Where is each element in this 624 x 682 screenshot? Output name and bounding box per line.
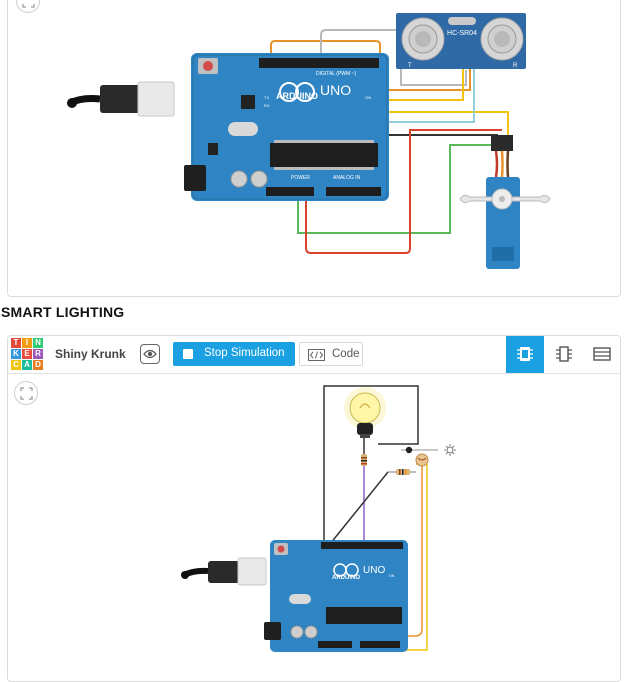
tinkercad-editor-panel: T I N K E R C A D Shiny Krunk Stop Simul… <box>7 335 621 682</box>
light-bulb[interactable] <box>344 387 386 438</box>
usb-cable <box>67 81 175 117</box>
board-tx-label: TX <box>264 95 269 100</box>
arduino-uno-board[interactable]: ARDUINO UNO DIGITAL (PWM ~) POWER ANALOG… <box>184 53 389 201</box>
board-model-label: UNO <box>320 82 351 98</box>
tinkercad-logo[interactable]: T I N K E R C A D <box>11 338 44 371</box>
bottom-circuit-svg: ARDUINO UNO ON <box>181 385 456 652</box>
board-digital-label: DIGITAL (PWM ~) <box>316 71 356 77</box>
ultrasonic-sensor[interactable]: HC-SR04 T R <box>396 13 526 69</box>
logo-letter: K <box>11 349 21 359</box>
eye-icon <box>143 349 157 359</box>
board-on-label: ON <box>365 95 371 100</box>
sensor-right-mark: R <box>513 63 518 69</box>
top-simulation-canvas[interactable]: ARDUINO UNO DIGITAL (PWM ~) POWER ANALOG… <box>7 0 621 297</box>
zoom-to-fit-button[interactable] <box>14 381 38 405</box>
logo-letter: R <box>33 349 43 359</box>
fit-view-icon <box>20 387 33 400</box>
resistor-lamp[interactable] <box>361 454 367 466</box>
sensor-model-label: HC-SR04 <box>447 30 477 37</box>
section-heading: SMART LIGHTING <box>1 304 125 320</box>
list-view-icon <box>593 347 611 361</box>
top-circuit-svg: ARDUINO UNO DIGITAL (PWM ~) POWER ANALOG… <box>67 13 551 269</box>
component-list-button[interactable] <box>583 336 620 373</box>
board-on-label: ON <box>389 574 395 578</box>
stop-simulation-label: Stop Simulation <box>204 347 285 359</box>
wire-green[interactable] <box>297 144 496 234</box>
stop-simulation-button[interactable]: Stop Simulation <box>173 342 295 366</box>
photoresistor[interactable] <box>415 453 429 467</box>
wire-orange-sensor[interactable] <box>380 67 471 91</box>
board-analog-label: ANALOG IN <box>333 175 361 181</box>
stop-square-icon <box>183 349 193 359</box>
logo-letter: A <box>22 360 32 370</box>
code-label: Code <box>332 348 360 360</box>
schematic-view-icon <box>556 346 572 362</box>
code-icon <box>308 349 325 361</box>
editor-toolbar: T I N K E R C A D Shiny Krunk Stop Simul… <box>8 336 620 374</box>
logo-letter: I <box>22 338 32 348</box>
visibility-button[interactable] <box>140 344 160 364</box>
code-button[interactable]: Code <box>299 342 363 366</box>
light-intensity-slider[interactable] <box>401 444 456 456</box>
circuit-view-button[interactable] <box>506 336 544 373</box>
board-brand-label: ARDUINO <box>276 91 318 101</box>
board-brand-label: ARDUINO <box>332 575 360 581</box>
arduino-uno-board-lighting[interactable]: ARDUINO UNO ON <box>264 540 408 652</box>
wire-black-lamp[interactable] <box>323 385 419 542</box>
board-rx-label: RX <box>264 103 270 108</box>
board-model-label: UNO <box>363 565 385 576</box>
resistor-ldr[interactable] <box>388 469 416 475</box>
logo-letter: D <box>33 360 43 370</box>
project-name[interactable]: Shiny Krunk <box>55 347 126 361</box>
schematic-view-button[interactable] <box>545 336 583 373</box>
logo-letter: C <box>11 360 21 370</box>
wire-black-ldr[interactable] <box>329 471 389 545</box>
board-power-label: POWER <box>291 175 310 181</box>
logo-letter: T <box>11 338 21 348</box>
servo-motor[interactable] <box>459 135 551 269</box>
wire-orange-top[interactable] <box>270 40 381 90</box>
wire-red[interactable] <box>305 129 502 254</box>
breadboard-view-icon <box>517 347 533 361</box>
sensor-left-mark: T <box>408 63 412 69</box>
logo-letter: E <box>22 349 32 359</box>
logo-letter: N <box>33 338 43 348</box>
usb-cable <box>181 557 267 586</box>
